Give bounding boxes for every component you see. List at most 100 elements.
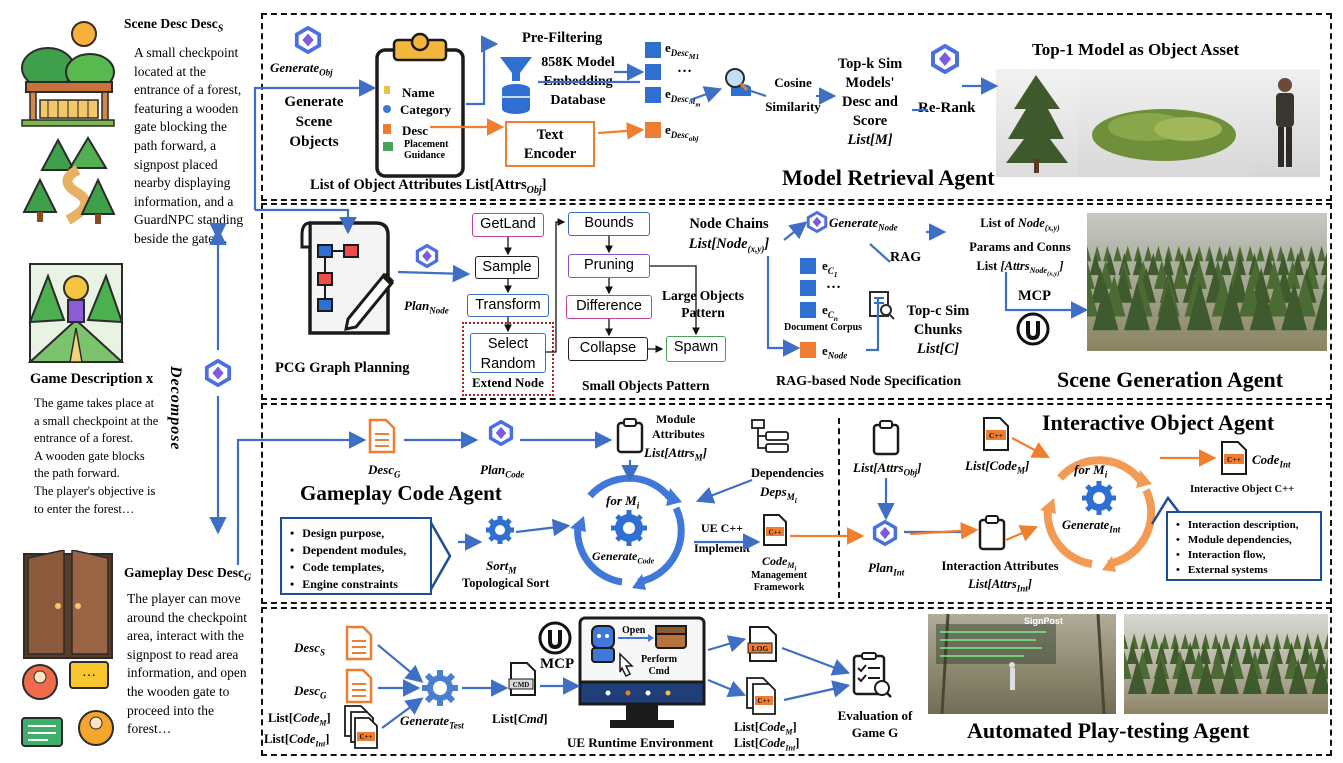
interactive-object-agent-title: Interactive Object Agent: [1042, 410, 1275, 435]
asset-npc-image: [1250, 69, 1320, 177]
attr-category: Category: [400, 102, 452, 117]
svg-text:CMD: CMD: [513, 681, 530, 689]
code-interactive-divider: [838, 418, 840, 598]
plan-code-label: PlanCode: [480, 462, 525, 480]
deps-label: DepsMi: [760, 484, 797, 505]
node-collapse: Collapse: [568, 337, 648, 361]
e-desc-m1: eDescMM1: [665, 40, 700, 61]
topk-line: Desc and: [842, 94, 898, 110]
list-code-m-int: List[CodeM]: [965, 458, 1030, 476]
database-line: Database: [550, 93, 606, 108]
scene-desc-title: Scene Desc DescS: [124, 16, 224, 35]
unreal-logo-icon: [1016, 312, 1050, 346]
desc-s-label-test: DescS: [294, 640, 326, 658]
list-code-int-eval: List[CodeInt]: [734, 736, 800, 753]
game-desc-line: The player's objective is: [34, 483, 156, 498]
funnel-icon: [500, 57, 532, 114]
mcp-label-scene: MCP: [1018, 288, 1052, 304]
ue-runtime-monitor: [578, 616, 706, 728]
scene-desc-line: featuring a wooden: [134, 100, 239, 116]
desc-s-doc-icon: [345, 625, 373, 661]
topc-chunks: Top-c Sim Chunks List[C]: [906, 303, 970, 357]
desc-g-doc-icon-test: [345, 668, 373, 704]
rag-label: RAG: [890, 250, 922, 265]
code-context-bullets: Design purpose,Dependent modules,Code te…: [280, 517, 432, 595]
game-desc-line: the path forward.: [34, 466, 120, 481]
placement-line: Placement: [404, 139, 449, 150]
attr-name: Name: [402, 85, 435, 100]
model-retrieval-agent-title: Model Retrieval Agent: [782, 165, 995, 190]
cmd-file-icon: CMD: [508, 662, 536, 696]
placement-line: Guidance: [404, 150, 446, 161]
interaction-bullet-line: Interaction description,: [1176, 518, 1312, 533]
topk-line: Score: [852, 113, 888, 129]
document-search-icon: [869, 291, 895, 320]
generate-test-label: GenerateTest: [400, 713, 464, 731]
embedding-square-1: [645, 42, 661, 58]
generate-code-label: GenerateCode: [592, 549, 655, 566]
generate-scene-objects-line: Objects: [289, 134, 339, 150]
generate-node-logo-icon: [806, 211, 828, 233]
topk-line: List[M]: [847, 132, 893, 148]
sort-m-label: SortM: [486, 558, 517, 576]
list-cmd-label: List[Cmd]: [492, 711, 548, 726]
interaction-bullets: Interaction description,Module dependenc…: [1166, 511, 1322, 581]
generate-obj-label: GenerateObj: [270, 60, 333, 78]
game-desc-line: A wooden gate blocks: [34, 448, 145, 463]
game-desc-line: a small checkpoint at the: [34, 413, 159, 428]
plan-node-logo-icon: [415, 244, 439, 268]
code-int-cpp-icon: C++: [1221, 441, 1247, 475]
node-chains: Node Chains List[Node(x,y)]: [688, 216, 770, 254]
code-bullet-line: Dependent modules,: [290, 542, 422, 559]
generate-scene-objects-line: Scene: [295, 114, 333, 130]
scene-illustration: [21, 21, 116, 225]
scene-desc-line: signpost placed: [134, 156, 218, 172]
node-bounds: Bounds: [568, 212, 650, 236]
e-desc-mm: eDescMm: [665, 86, 701, 109]
interaction-bullet-line: Interaction flow,: [1176, 548, 1312, 563]
scene-desc-line: beside the gate…: [134, 230, 228, 246]
game-desc-line: The game takes place at: [34, 396, 155, 410]
svg-text:C++: C++: [989, 431, 1003, 440]
playtest-screenshot-2: [1124, 614, 1328, 714]
gameplay-desc-line: forest…: [127, 721, 172, 737]
evaluation-checklist-icon: [852, 652, 892, 698]
desc-g-doc-icon: [368, 418, 396, 454]
chunk-square-1: [800, 258, 816, 274]
plan-node-label: PlanNode: [404, 298, 449, 316]
document-corpus-label: Document Corpus: [784, 322, 863, 333]
large-objects-line: Pattern: [681, 305, 725, 320]
playtesting-panel: [261, 607, 1332, 756]
gameplay-desc-line: the wooden gate to: [127, 683, 230, 699]
scene-generation-panel: [261, 203, 1332, 400]
mcp-label-test: MCP: [540, 656, 575, 672]
code-files-icon: C++: [344, 705, 378, 749]
text-encoder-line: Encoder: [523, 146, 577, 162]
generate-int-label: GenerateInt: [1062, 518, 1121, 535]
for-mi-label-int: for Mi: [1074, 462, 1108, 480]
node-getland: GetLand: [472, 213, 544, 237]
scene-desc-line: information, and a: [134, 193, 234, 209]
list-code-m-test: List[CodeM]: [268, 711, 331, 728]
interaction-attributes: Interaction Attributes List[AttrsInt]: [941, 559, 1059, 594]
topk-line: Top-k Sim: [837, 56, 903, 72]
text-encoder-line: Text: [536, 127, 564, 143]
node-sample: Sample: [475, 256, 539, 279]
unreal-logo-icon-test: [538, 621, 572, 655]
gameplay-desc-line: area, interact with the: [127, 628, 244, 644]
signpost-label: SignPost: [1024, 616, 1064, 626]
log-file-icon: LOG: [747, 626, 777, 662]
svg-text:LOG: LOG: [752, 644, 769, 653]
svg-text:C++: C++: [757, 697, 770, 705]
scene-desc-line: A small checkpoint: [134, 45, 239, 60]
gameplay-desc-line: The player can move: [127, 591, 241, 606]
list-code-int-test: List[CodeInt]: [264, 732, 330, 749]
select-random-line: Random: [480, 356, 536, 372]
